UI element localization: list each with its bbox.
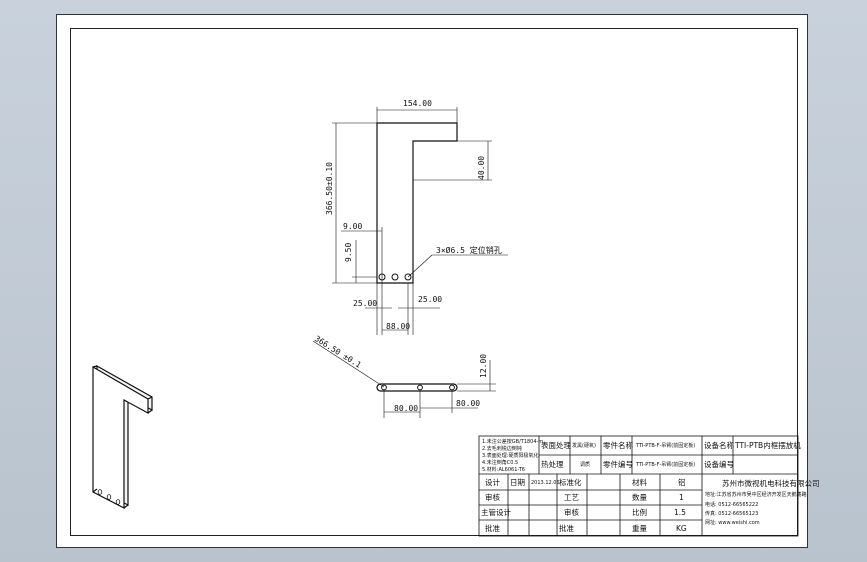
date-label: 日期 [510, 478, 525, 487]
surface-value: 发黑(硬氧) [572, 442, 596, 449]
part-no-value: TTI-PTB-F-吊臂(前固定板) [635, 461, 695, 468]
qty-value: 1 [679, 493, 684, 502]
scale-value: 1.5 [674, 508, 686, 517]
dim-inner-offset: 9.00 [343, 222, 362, 231]
weight-value: KG [676, 524, 687, 533]
review-label: 审核 [564, 507, 579, 517]
side-hole-2 [417, 384, 423, 391]
company-addr: 地址:江苏省苏州市吴中区经济开发区天鹅荡路 [705, 491, 807, 498]
company-tel: 电话: 0512-66565222 [705, 501, 758, 508]
heat-value: 调质 [580, 461, 590, 468]
tech-note-5: 5.材料:AL6061-T6 [482, 466, 525, 473]
craft-label: 工艺 [564, 493, 579, 502]
dim-total-height: 366.50±0.10 [325, 162, 334, 215]
company-web: 网址: www.weishi.com [705, 519, 760, 526]
iso-front-face [92, 365, 149, 509]
tech-note-2: 2.去毛刺锐边倒钝 [482, 445, 522, 452]
dim-side-right: 80.00 [456, 399, 480, 408]
dim-side-slant: 366.50 ±0.1 [313, 334, 363, 370]
drawing-sheet [56, 14, 808, 548]
date-value: 2013.12.05 [531, 480, 560, 486]
side-hole-3 [449, 384, 455, 391]
title-block [478, 435, 799, 537]
side-holes [381, 384, 455, 391]
approve-label: 批准 [485, 523, 500, 533]
heat-label: 热处理 [541, 459, 564, 469]
scale-label: 比例 [632, 507, 647, 517]
isometric-view [92, 364, 153, 509]
company-fax: 传真: 0512-66565123 [705, 510, 758, 517]
front-dimension-lines [332, 107, 508, 335]
dim-hole-note: 3×Ø6.5 定位销孔 [436, 245, 502, 255]
part-no-label: 零件编号 [603, 459, 633, 469]
equip-name-label: 设备名称 [704, 440, 734, 450]
dim-top-width: 154.00 [403, 99, 432, 108]
design-label: 设计 [485, 477, 500, 487]
hole-2 [391, 273, 399, 281]
bracket-holes [378, 273, 412, 281]
equip-name-value: TTI-PTB内框摆放机 [734, 440, 801, 450]
part-name-value: TTI-PTB-F-吊臂(前固定板) [635, 442, 695, 449]
weight-label: 重量 [632, 524, 647, 533]
tech-note-3: 3.表面处理:硬质阳极氧化 [482, 452, 538, 459]
material-label: 材料 [632, 477, 647, 487]
check-label: 审核 [485, 492, 500, 502]
approve-label-2: 批准 [559, 523, 574, 533]
bracket-outline [376, 122, 458, 284]
company-name: 苏州市微视机电科技有限公司 [722, 478, 820, 488]
tech-note-1: 1.未注公差按GB/T1804-m [482, 438, 543, 445]
equip-no-label: 设备编号 [704, 459, 734, 469]
side-view [376, 383, 458, 392]
part-name-label: 零件名称 [603, 440, 633, 450]
side-bar [376, 383, 458, 392]
surface-label: 表面处理 [541, 440, 571, 450]
supervisor-label: 主管设计 [481, 507, 511, 517]
iso-holes [97, 489, 121, 505]
std-label: 标准化 [559, 477, 582, 487]
dim-left-edge: 25.00 [353, 299, 377, 308]
dim-side-left: 80.00 [394, 404, 418, 413]
dim-side-thickness: 12.00 [479, 354, 488, 378]
tech-note-4: 4.未注倒角C0.5 [482, 459, 518, 466]
dim-hole-height: 9.50 [344, 243, 353, 262]
qty-label: 数量 [632, 492, 647, 502]
front-view [376, 122, 458, 284]
dim-hole-span: 88.00 [386, 322, 410, 331]
side-dimension-lines [312, 340, 496, 418]
dim-right-edge: 25.00 [418, 295, 442, 304]
material-value: 铝 [678, 477, 686, 487]
dim-right-height: 40.00 [477, 156, 486, 180]
